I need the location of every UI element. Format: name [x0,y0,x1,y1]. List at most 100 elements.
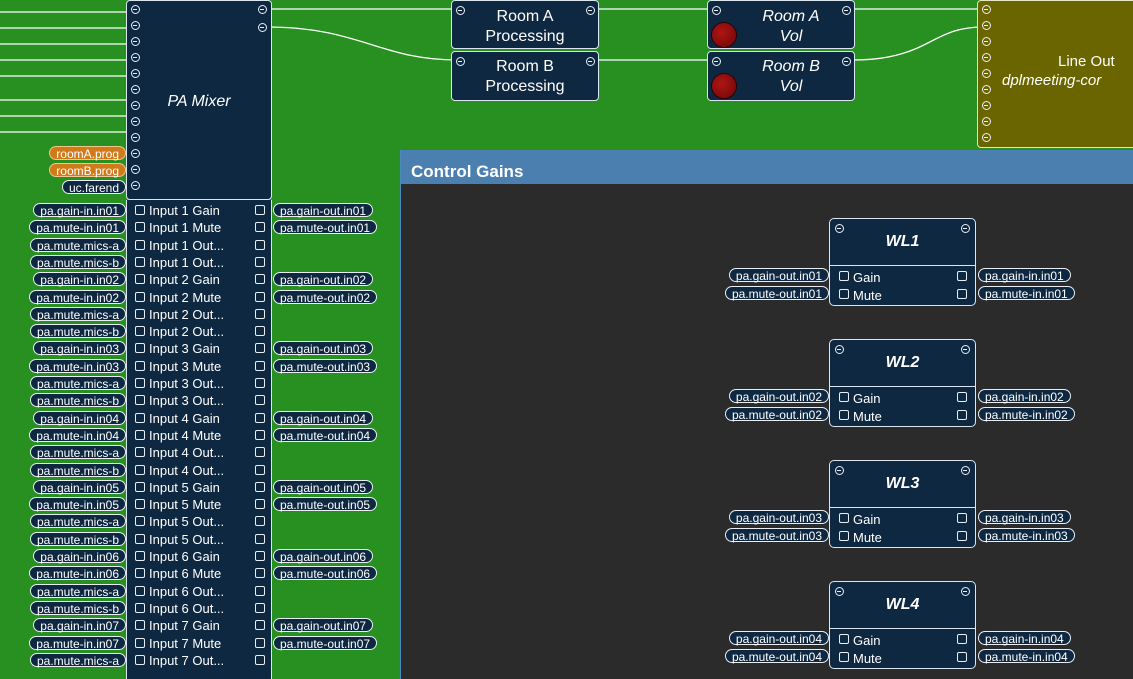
input-tag-left[interactable]: pa.mute.mics-a [29,237,126,253]
input-tag-left[interactable]: pa.mute.mics-a [29,376,126,391]
control-gains-titlebar[interactable]: Control Gains [401,150,1133,184]
control-checkbox[interactable] [135,620,145,631]
input-tag-left[interactable]: pa.mute-in.in01 [29,220,126,235]
mixer-input-pin[interactable] [131,53,140,62]
input-tag-left[interactable]: pa.gain-in.in04 [33,410,126,426]
control-checkbox[interactable] [255,205,265,215]
output-tag-right[interactable]: pa.gain-out.in03 [273,341,374,356]
control-checkbox[interactable] [839,271,849,281]
input-tag-left[interactable]: pa.mute.mics-b [29,600,126,616]
input-tag-left[interactable]: pa.mute.mics-b [29,254,126,270]
room-a-vol-block[interactable]: Room A Vol [707,0,855,49]
input-tag-left[interactable]: pa.mute-in.in02 [29,289,126,305]
control-checkbox[interactable] [839,289,849,299]
output-pin[interactable] [842,57,851,66]
control-checkbox[interactable] [255,395,265,406]
wl-output-tag[interactable]: pa.mute-in.in01 [978,286,1075,301]
input-tag-left[interactable]: pa.mute.mics-b [29,324,126,339]
output-tag-right[interactable]: pa.mute-out.in07 [273,635,378,651]
wl-input-tag[interactable]: pa.mute-out.in02 [724,407,829,422]
wl-input-tag[interactable]: pa.gain-out.in01 [728,268,829,283]
mixer-input-pin[interactable] [131,133,140,142]
mixer-input-pin[interactable] [131,5,140,14]
control-checkbox[interactable] [255,343,265,354]
room-b-processing-block[interactable]: Room B Processing [451,51,599,101]
control-checkbox[interactable] [957,513,967,523]
input-tag-left[interactable]: pa.mute.mics-b [29,393,126,408]
control-checkbox[interactable] [255,499,265,510]
output-tag-right[interactable]: pa.mute-out.in02 [273,289,378,305]
mixer-input-tag[interactable]: roomA.prog [49,146,126,161]
lineout-input-pin[interactable] [982,101,991,110]
wl-output-pin[interactable] [961,587,970,596]
mixer-input-pin[interactable] [131,21,140,30]
output-tag-right[interactable]: pa.gain-out.in07 [273,618,374,633]
wl-output-pin[interactable] [961,224,970,233]
control-checkbox[interactable] [255,568,265,579]
input-pin[interactable] [712,6,721,15]
lineout-input-pin[interactable] [982,53,991,62]
wl-output-tag[interactable]: pa.gain-in.in03 [978,510,1071,525]
mixer-input-tag[interactable]: roomB.prog [49,163,126,178]
wl-input-pin[interactable] [835,466,844,475]
wl-output-tag[interactable]: pa.gain-in.in02 [978,389,1071,404]
control-checkbox[interactable] [135,429,145,440]
control-checkbox[interactable] [135,602,145,613]
output-tag-right[interactable]: pa.gain-out.in01 [273,203,374,218]
room-a-processing-block[interactable]: Room A Processing [451,0,599,49]
wl-input-tag[interactable]: pa.mute-out.in03 [724,528,829,543]
output-tag-right[interactable]: pa.mute-out.in01 [273,220,378,235]
control-checkbox[interactable] [135,533,145,544]
wl-input-pin[interactable] [835,587,844,596]
lineout-input-pin[interactable] [982,85,991,94]
input-tag-left[interactable]: pa.gain-in.in07 [33,618,126,633]
input-tag-left[interactable]: pa.gain-in.in06 [33,549,126,564]
wl-output-pin[interactable] [961,345,970,354]
input-pin[interactable] [712,57,721,66]
wl-output-tag[interactable]: pa.mute-in.in03 [978,528,1075,543]
control-checkbox[interactable] [255,360,265,371]
control-checkbox[interactable] [255,533,265,544]
control-checkbox[interactable] [135,239,145,250]
control-checkbox[interactable] [135,551,145,561]
wl-input-tag[interactable]: pa.gain-out.in03 [728,510,829,525]
control-checkbox[interactable] [255,447,265,458]
control-checkbox[interactable] [255,654,265,665]
control-checkbox[interactable] [255,585,265,596]
room-b-vol-block[interactable]: Room B Vol [707,51,855,101]
input-pin[interactable] [456,57,465,66]
control-checkbox[interactable] [135,585,145,596]
wl-output-tag[interactable]: pa.gain-in.in04 [978,631,1071,646]
control-checkbox[interactable] [255,620,265,631]
wl-output-tag[interactable]: pa.gain-in.in01 [978,268,1071,283]
input-pin[interactable] [456,6,465,15]
wl-input-tag[interactable]: pa.mute-out.in04 [724,649,829,664]
control-checkbox[interactable] [255,464,265,475]
control-checkbox[interactable] [255,481,265,492]
wl-input-pin[interactable] [835,345,844,354]
control-checkbox[interactable] [255,291,265,302]
control-checkbox[interactable] [255,274,265,285]
output-tag-right[interactable]: pa.mute-out.in06 [273,566,378,581]
mixer-input-pin[interactable] [131,149,140,158]
control-checkbox[interactable] [135,222,145,233]
input-tag-left[interactable]: pa.gain-in.in02 [33,272,126,287]
control-checkbox[interactable] [135,291,145,302]
input-tag-left[interactable]: pa.mute-in.in06 [29,566,126,581]
control-checkbox[interactable] [255,602,265,613]
control-checkbox[interactable] [255,256,265,267]
wl-input-tag[interactable]: pa.gain-out.in04 [728,631,829,646]
output-tag-right[interactable]: pa.mute-out.in03 [273,358,378,374]
input-tag-left[interactable]: pa.gain-in.in01 [33,203,126,218]
lineout-input-pin[interactable] [982,69,991,78]
input-tag-left[interactable]: pa.mute.mics-a [29,514,126,529]
input-tag-left[interactable]: pa.gain-in.in03 [33,341,126,356]
wl-input-tag[interactable]: pa.mute-out.in01 [724,286,829,301]
input-tag-left[interactable]: pa.gain-in.in05 [33,479,126,495]
mixer-input-pin[interactable] [131,85,140,94]
output-pin[interactable] [586,6,595,15]
control-checkbox[interactable] [135,499,145,510]
control-checkbox[interactable] [135,343,145,354]
